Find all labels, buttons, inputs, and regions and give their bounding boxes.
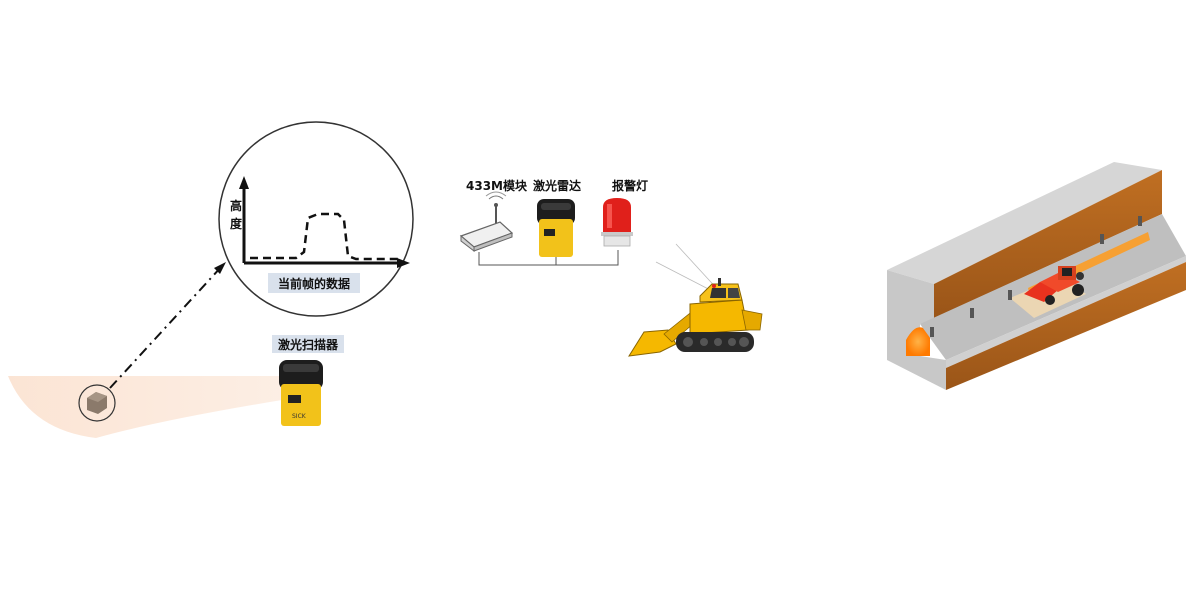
height-profile	[250, 212, 398, 261]
scanner-mark: SICK	[292, 413, 307, 420]
scan-fan	[8, 376, 282, 438]
alarm-label: 报警灯	[612, 178, 648, 193]
frame-label: 当前帧的数据	[278, 276, 350, 291]
router-icon	[459, 191, 514, 253]
module-label: 433M模块	[466, 178, 528, 193]
laser-scanner-icon: SICK	[279, 360, 323, 426]
scan-magnifier: 高 度 当前帧的数据	[218, 121, 414, 317]
crawler-loader-icon	[628, 278, 763, 357]
laser-radar-icon	[537, 199, 575, 257]
radar-label: 激光雷达	[533, 178, 581, 193]
detected-object	[78, 384, 116, 422]
y-axis-label-char1: 高	[230, 198, 242, 213]
y-axis-label-char2: 度	[230, 216, 243, 231]
tunnel-3d-illustration	[887, 162, 1186, 390]
device-wiring	[478, 250, 619, 266]
scanner-label: 激光扫描器	[278, 337, 339, 352]
alarm-lamp-icon	[601, 198, 633, 247]
dash-dot-pointer	[109, 265, 223, 389]
pointer-arrowhead	[214, 262, 226, 274]
